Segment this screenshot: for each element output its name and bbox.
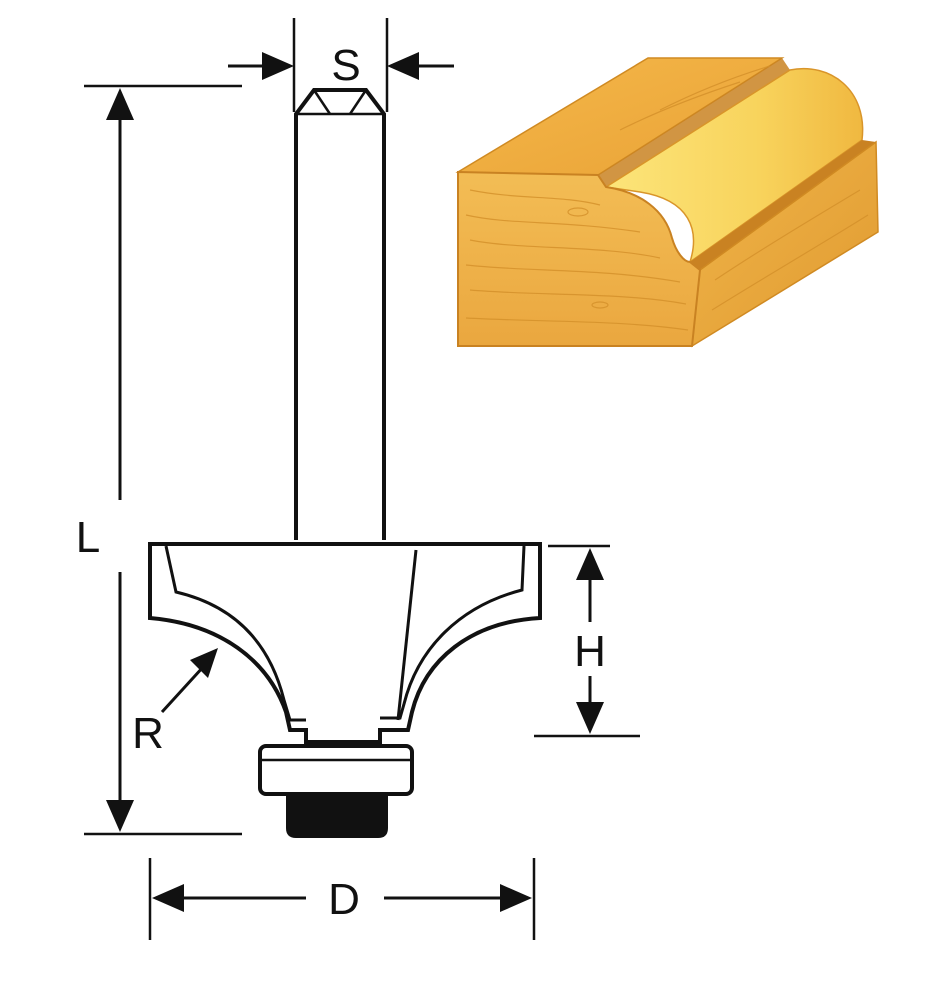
bit-bearing-screw xyxy=(286,794,388,838)
bit-cutting-edge-left xyxy=(164,545,306,722)
s-dimension-arrows xyxy=(228,52,454,80)
wood-front-face xyxy=(457,170,702,347)
bit-cutter-body xyxy=(148,542,542,744)
d-dimension-line xyxy=(152,884,532,912)
r-leader-arrow xyxy=(160,648,218,714)
bit-shank xyxy=(294,88,386,540)
label-r: R xyxy=(132,709,164,758)
label-h: H xyxy=(574,627,606,676)
label-d: D xyxy=(328,875,360,924)
wood-grain xyxy=(465,65,869,331)
wood-profile-illustration xyxy=(455,57,879,348)
h-dimension-line xyxy=(576,548,604,734)
wood-lower-groove xyxy=(690,140,876,270)
bit-bearing xyxy=(258,744,414,796)
router-bit xyxy=(148,88,542,838)
bit-cutting-edge-right xyxy=(380,545,526,720)
label-s: S xyxy=(331,41,360,90)
l-dimension-line xyxy=(106,88,134,832)
label-l: L xyxy=(76,513,100,562)
wood-step xyxy=(598,58,790,187)
bit-flute-line xyxy=(396,549,418,721)
